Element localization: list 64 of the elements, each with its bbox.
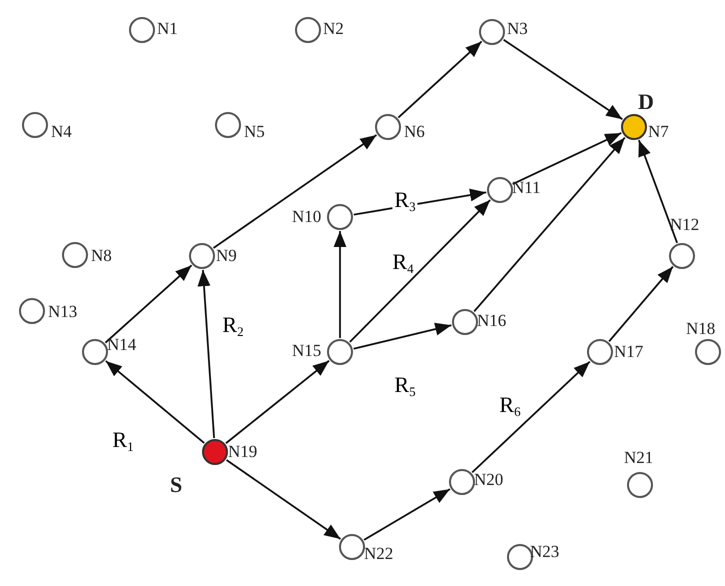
node-label: N16 xyxy=(477,312,506,330)
node-label: N3 xyxy=(507,20,528,38)
arrow xyxy=(105,360,205,444)
node-label: N22 xyxy=(364,545,394,563)
arrow xyxy=(334,231,346,338)
node-circle xyxy=(215,112,241,138)
node-label: N21 xyxy=(624,449,654,467)
node-label: N13 xyxy=(48,303,78,321)
highlighted-node-circle xyxy=(621,114,647,140)
node-label: N12 xyxy=(670,216,700,234)
node-label: N18 xyxy=(686,320,716,338)
node-circle xyxy=(22,112,48,138)
node-circle xyxy=(295,17,321,43)
node-label: N8 xyxy=(91,247,112,265)
node-circle xyxy=(695,339,721,365)
node-circle xyxy=(627,472,653,498)
node-label: N5 xyxy=(244,123,265,141)
node-label: N7 xyxy=(648,123,669,141)
node-circle xyxy=(587,339,613,365)
arrow xyxy=(608,266,674,342)
node-circle xyxy=(479,19,505,45)
arrow xyxy=(512,132,622,185)
arrow xyxy=(364,488,450,541)
arrow xyxy=(213,134,377,249)
arrow xyxy=(198,270,215,438)
arrow xyxy=(353,322,452,350)
node-label: N10 xyxy=(292,208,322,226)
arrow xyxy=(473,137,626,312)
arrow xyxy=(398,40,482,118)
node-circle xyxy=(62,242,88,268)
node-label: N4 xyxy=(51,123,72,141)
node-label: N17 xyxy=(614,343,644,361)
node-circle xyxy=(449,469,475,495)
arrow xyxy=(503,39,623,120)
arrow xyxy=(638,140,678,244)
node-label: N23 xyxy=(530,543,560,561)
node-label: S xyxy=(170,474,182,496)
arrow xyxy=(349,199,491,343)
node-circle xyxy=(82,339,108,365)
node-label: D xyxy=(638,91,654,113)
node-label: N19 xyxy=(228,443,258,461)
node-label: N2 xyxy=(323,20,344,38)
node-label: N14 xyxy=(107,336,136,354)
node-circle xyxy=(487,177,513,203)
node-circle xyxy=(327,204,353,230)
node-circle xyxy=(375,114,401,140)
node-label: N15 xyxy=(292,342,322,360)
node-circle xyxy=(129,17,155,43)
arrow xyxy=(226,459,341,540)
highlighted-node-circle xyxy=(202,439,228,465)
node-circle xyxy=(189,243,215,269)
arrow xyxy=(104,264,192,344)
node-label: N9 xyxy=(216,247,237,265)
node-label: N20 xyxy=(474,471,504,489)
arrow xyxy=(472,360,590,474)
node-label: N1 xyxy=(157,20,178,38)
node-circle xyxy=(19,298,45,324)
node-label: N11 xyxy=(512,179,541,197)
node-label: N6 xyxy=(404,123,425,141)
node-circle xyxy=(327,339,353,365)
node-circle xyxy=(339,534,365,560)
node-circle xyxy=(669,243,695,269)
arrow xyxy=(225,360,330,444)
node-circle xyxy=(452,309,478,335)
